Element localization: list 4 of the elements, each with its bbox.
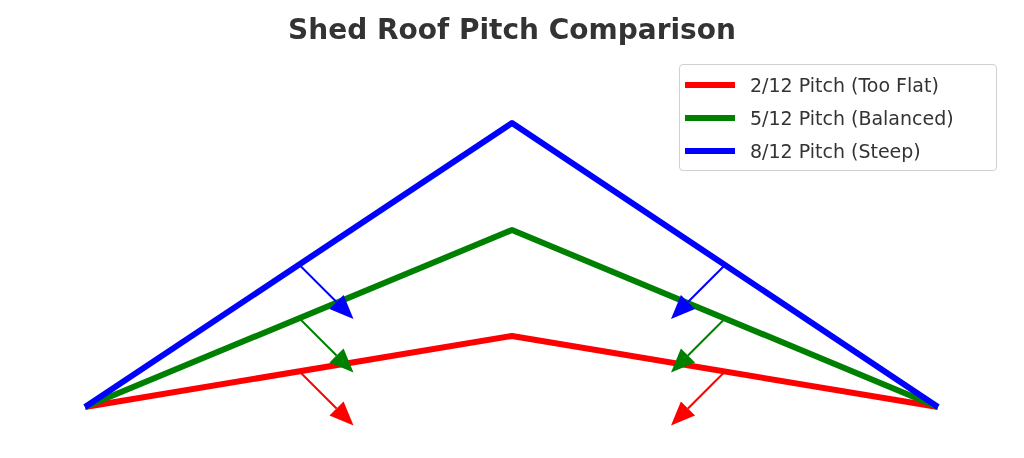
legend-label: 8/12 Pitch (Steep) bbox=[750, 138, 921, 163]
chart-title: Shed Roof Pitch Comparison bbox=[288, 12, 736, 48]
legend-label: 5/12 Pitch (Balanced) bbox=[750, 105, 954, 130]
legend-label: 2/12 Pitch (Too Flat) bbox=[750, 72, 939, 97]
